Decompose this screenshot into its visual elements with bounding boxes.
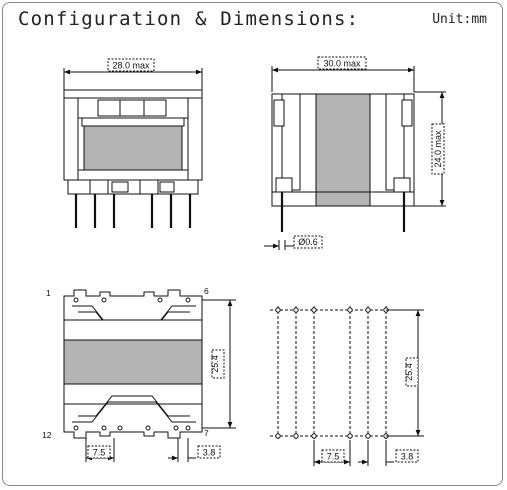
bottom-height-label: 25.4 (210, 355, 220, 373)
bottom-view (63, 289, 236, 462)
front-view (63, 58, 203, 228)
side-core (315, 93, 371, 207)
layout-pitch-major-label: 7.5 (327, 452, 340, 462)
pin-label-7: 7 (204, 428, 209, 438)
bottom-pitch-minor-label: 3.8 (203, 448, 216, 458)
pin-diameter-label-box (293, 235, 323, 249)
side-height-label-box (431, 123, 445, 175)
layout-height-label: 25.4 (404, 363, 414, 381)
bottom-pitch-major-box (87, 445, 111, 459)
side-view (264, 56, 446, 250)
pin-label-12: 12 (42, 430, 52, 440)
page-title: Configuration & Dimensions: (18, 8, 360, 30)
bottom-height-label-box (211, 349, 225, 379)
layout-pitch-major-box (321, 449, 345, 463)
pin-diameter-label: Ø0.6 (298, 237, 318, 247)
bottom-pitch-minor-box (197, 445, 221, 459)
pin-label-6: 6 (204, 286, 209, 296)
layout-pitch-minor-box (395, 449, 419, 463)
pcb-layout (270, 306, 424, 466)
side-width-label: 30.0 max (323, 59, 361, 69)
bottom-pitch-major-label: 7.5 (93, 448, 106, 458)
unit-label: Unit:mm (432, 12, 487, 27)
pin-label-1: 1 (46, 288, 51, 298)
side-width-label-box (317, 56, 367, 70)
front-core (83, 125, 183, 171)
front-width-label-box (107, 58, 155, 72)
layout-pitch-minor-label: 3.8 (401, 452, 414, 462)
front-width-label: 28.0 max (112, 61, 150, 71)
layout-height-label-box (405, 357, 419, 387)
side-height-label: 24.0 max (433, 130, 443, 168)
bottom-core (63, 339, 203, 385)
